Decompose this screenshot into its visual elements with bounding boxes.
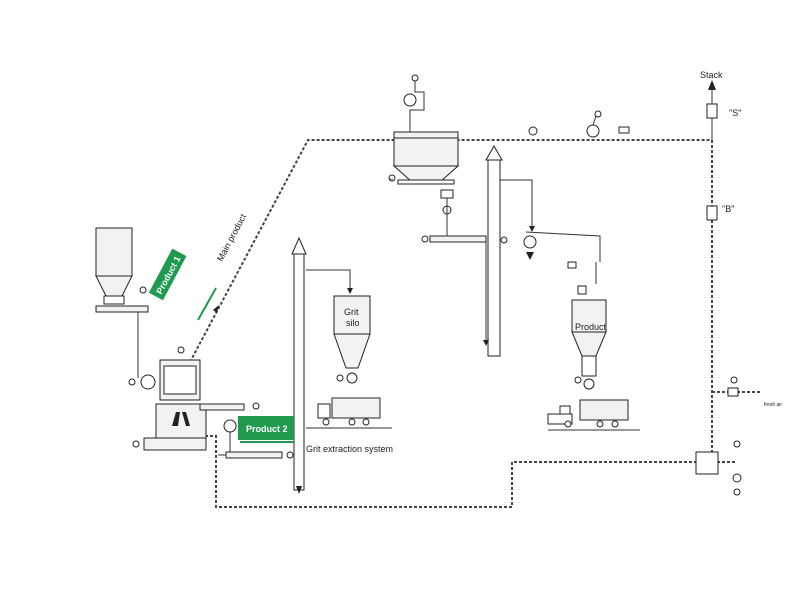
stack-label: Stack	[700, 70, 723, 80]
product-separator	[523, 231, 601, 295]
grit-silo-label-line1: Grit	[344, 307, 359, 317]
bag-filter	[392, 74, 460, 238]
product-tank-label: Product	[575, 322, 607, 332]
grinding-mill	[128, 346, 260, 451]
product-1-arrow	[197, 287, 217, 321]
bucket-elevator-right	[483, 144, 535, 357]
main-product-label: Main product	[215, 212, 248, 263]
filter-screw-conveyor	[421, 235, 487, 243]
product-2-badge: Product 2	[238, 416, 294, 440]
stack-s-label: "S"	[729, 108, 741, 118]
motor-symbol-filter: M	[390, 177, 393, 182]
product-tank	[571, 299, 607, 390]
air-duct-network	[189, 139, 760, 508]
product-2-label: Product 2	[246, 424, 288, 434]
motor-filter-fan: M	[388, 174, 396, 182]
fresh-air-label: fresh air	[764, 402, 782, 408]
stack	[695, 80, 742, 483]
grit-extraction-label: Grit extraction system	[306, 444, 393, 454]
product-truck	[547, 399, 640, 431]
grit-silo	[333, 295, 371, 384]
main-product-arrow	[213, 305, 219, 313]
feed-silo	[95, 227, 149, 378]
instrument-markers	[218, 236, 741, 496]
grit-truck	[306, 397, 392, 429]
bucket-elevator-middle	[291, 236, 353, 494]
exhaust-fan	[528, 110, 630, 138]
stack-b-label: "B"	[722, 204, 734, 214]
grit-silo-label-line2: silo	[346, 318, 360, 328]
product-1-badge: Product 1	[148, 248, 187, 301]
